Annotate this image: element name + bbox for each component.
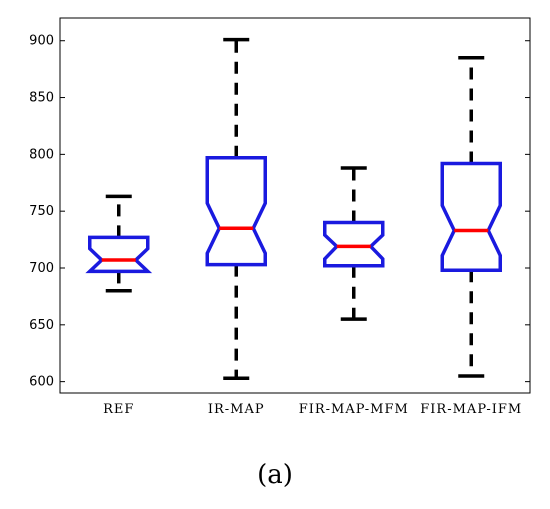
x-category-label: IR-MAP	[208, 402, 265, 417]
figure-caption: (a)	[257, 460, 293, 490]
notched-box	[85, 235, 153, 274]
x-category-label: REF	[103, 402, 134, 417]
y-tick-label: 600	[29, 375, 54, 390]
y-tick-label: 800	[29, 147, 54, 162]
notched-box	[323, 220, 385, 268]
y-tick-label: 750	[29, 204, 54, 219]
x-category-label: FIR-MAP-MFM	[299, 402, 409, 417]
plot-frame	[59, 17, 531, 394]
y-tick-label: 650	[29, 318, 54, 333]
x-category-label: FIR-MAP-IFM	[420, 402, 522, 417]
y-tick-label: 900	[29, 34, 54, 49]
notched-box	[440, 161, 502, 273]
notched-box	[205, 156, 267, 267]
y-tick-label: 700	[29, 261, 54, 276]
y-tick-label: 850	[29, 91, 54, 106]
